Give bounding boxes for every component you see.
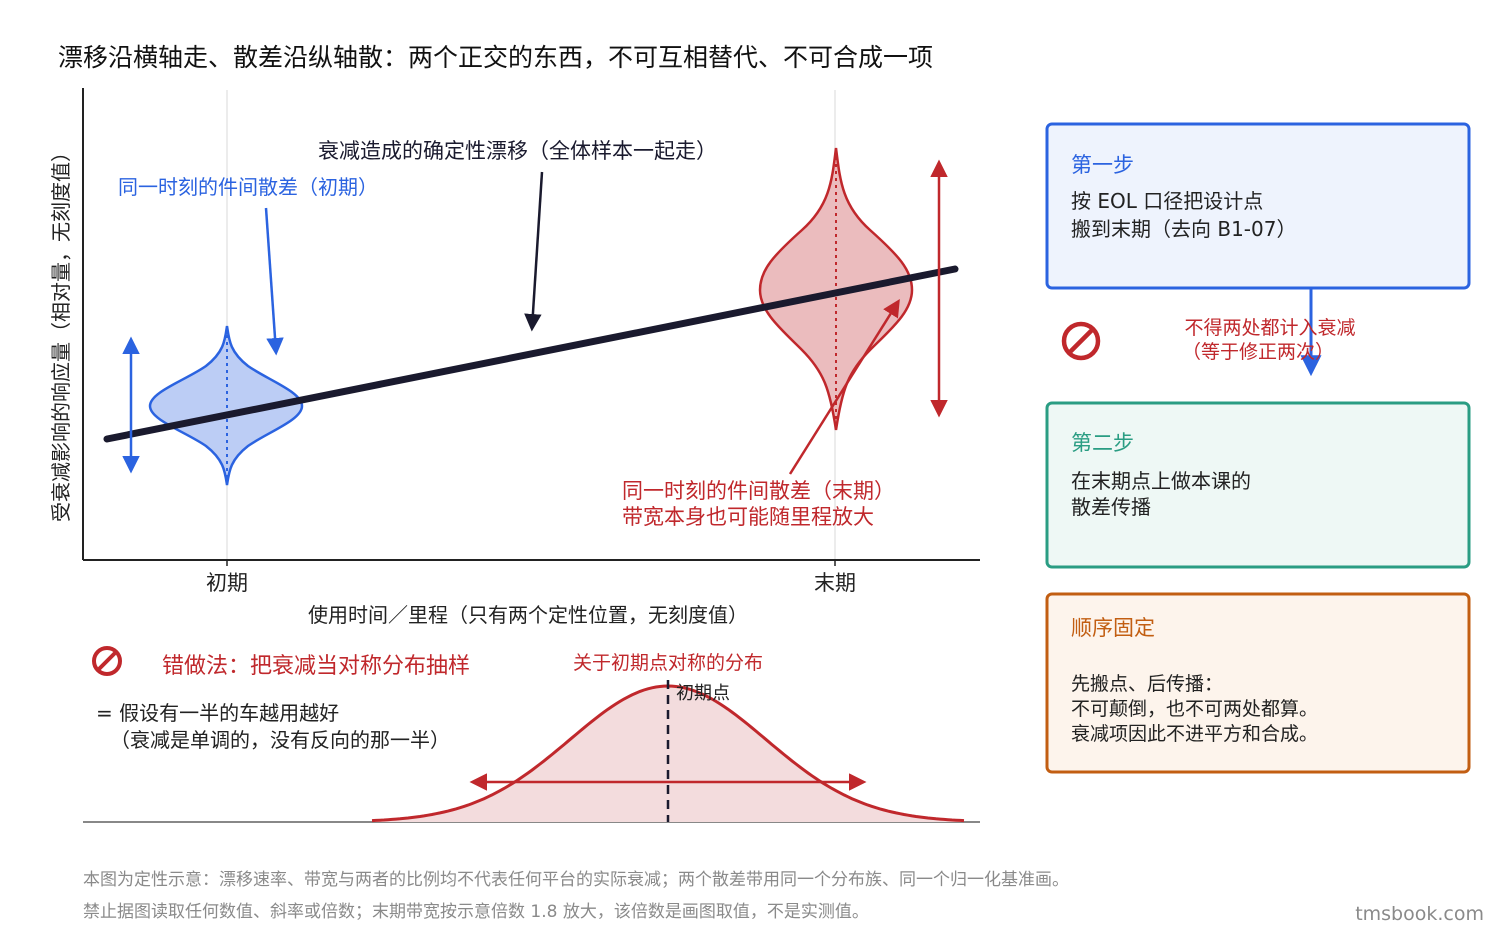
drift-line bbox=[103, 265, 959, 443]
step-3-line-1: 先搬点、后传播： bbox=[1071, 673, 1223, 695]
wrong-no-icon bbox=[92, 646, 122, 676]
drift-annotation-arrow bbox=[524, 171, 544, 332]
step-1-title: 第一步 bbox=[1071, 153, 1134, 177]
step-2-line-2: 散差传播 bbox=[1071, 495, 1151, 519]
step-2-title: 第二步 bbox=[1071, 431, 1134, 455]
warning-no-icon bbox=[1061, 321, 1101, 361]
late-spread-annotation-1: 同一时刻的件间散差（末期） bbox=[622, 479, 895, 503]
chart-title: 漂移沿横轴走、散差沿纵轴散：两个正交的东西，不可互相替代、不可合成一项 bbox=[58, 43, 933, 72]
step-1-box bbox=[1045, 122, 1471, 290]
footnote-line-2: 禁止据图读取任何数值、斜率或倍数；末期带宽按示意倍数 1.8 放大，该倍数是画图… bbox=[83, 902, 869, 922]
watermark: tmsbook.com bbox=[1355, 903, 1484, 925]
wrong-title: 错做法：把衰减当对称分布抽样 bbox=[162, 654, 470, 679]
step-3-line-3: 衰减项因此不进平方和合成。 bbox=[1071, 723, 1318, 745]
x-tick-label-late: 末期 bbox=[814, 571, 856, 595]
wrong-line-2: （衰减是单调的，没有反向的那一半） bbox=[110, 728, 450, 752]
step-1-line-1: 按 EOL 口径把设计点 bbox=[1071, 189, 1263, 213]
footnote-line-1: 本图为定性示意：漂移速率、带宽与两者的比例均不代表任何平台的实际衰减；两个散差带… bbox=[83, 870, 1069, 890]
warning-line-1: 不得两处都计入衰减 bbox=[1184, 317, 1355, 339]
step-2-line-1: 在末期点上做本课的 bbox=[1071, 469, 1251, 493]
step-3-line-2: 不可颠倒，也不可两处都算。 bbox=[1071, 698, 1318, 720]
step-3-title: 顺序固定 bbox=[1071, 616, 1155, 640]
early-spread-annotation-arrow bbox=[264, 207, 284, 356]
drift-annotation: 衰减造成的确定性漂移（全体样本一起走） bbox=[318, 139, 717, 163]
y-axis-label: 受衰减影响的响应量（相对量，无刻度值） bbox=[49, 142, 73, 522]
x-axis-label: 使用时间／里程（只有两个定性位置，无刻度值） bbox=[308, 603, 748, 627]
early-point-label: 初期点 bbox=[676, 683, 730, 704]
wrong-line-1: = 假设有一半的车越用越好 bbox=[96, 701, 339, 725]
symmetric-dist-label: 关于初期点对称的分布 bbox=[573, 652, 763, 674]
late-spread-violin bbox=[758, 147, 914, 431]
step-3-box bbox=[1045, 592, 1471, 774]
late-spread-annotation-arrow bbox=[788, 299, 900, 475]
early-spread-annotation: 同一时刻的件间散差（初期） bbox=[118, 175, 378, 199]
x-tick-label-early: 初期 bbox=[206, 571, 248, 595]
step-1-line-2: 搬到末期（去向 B1-07） bbox=[1071, 217, 1296, 241]
step-2-box bbox=[1045, 401, 1471, 569]
late-spread-annotation-2: 带宽本身也可能随里程放大 bbox=[622, 505, 874, 529]
warning-line-2: （等于修正两次） bbox=[1182, 341, 1334, 363]
